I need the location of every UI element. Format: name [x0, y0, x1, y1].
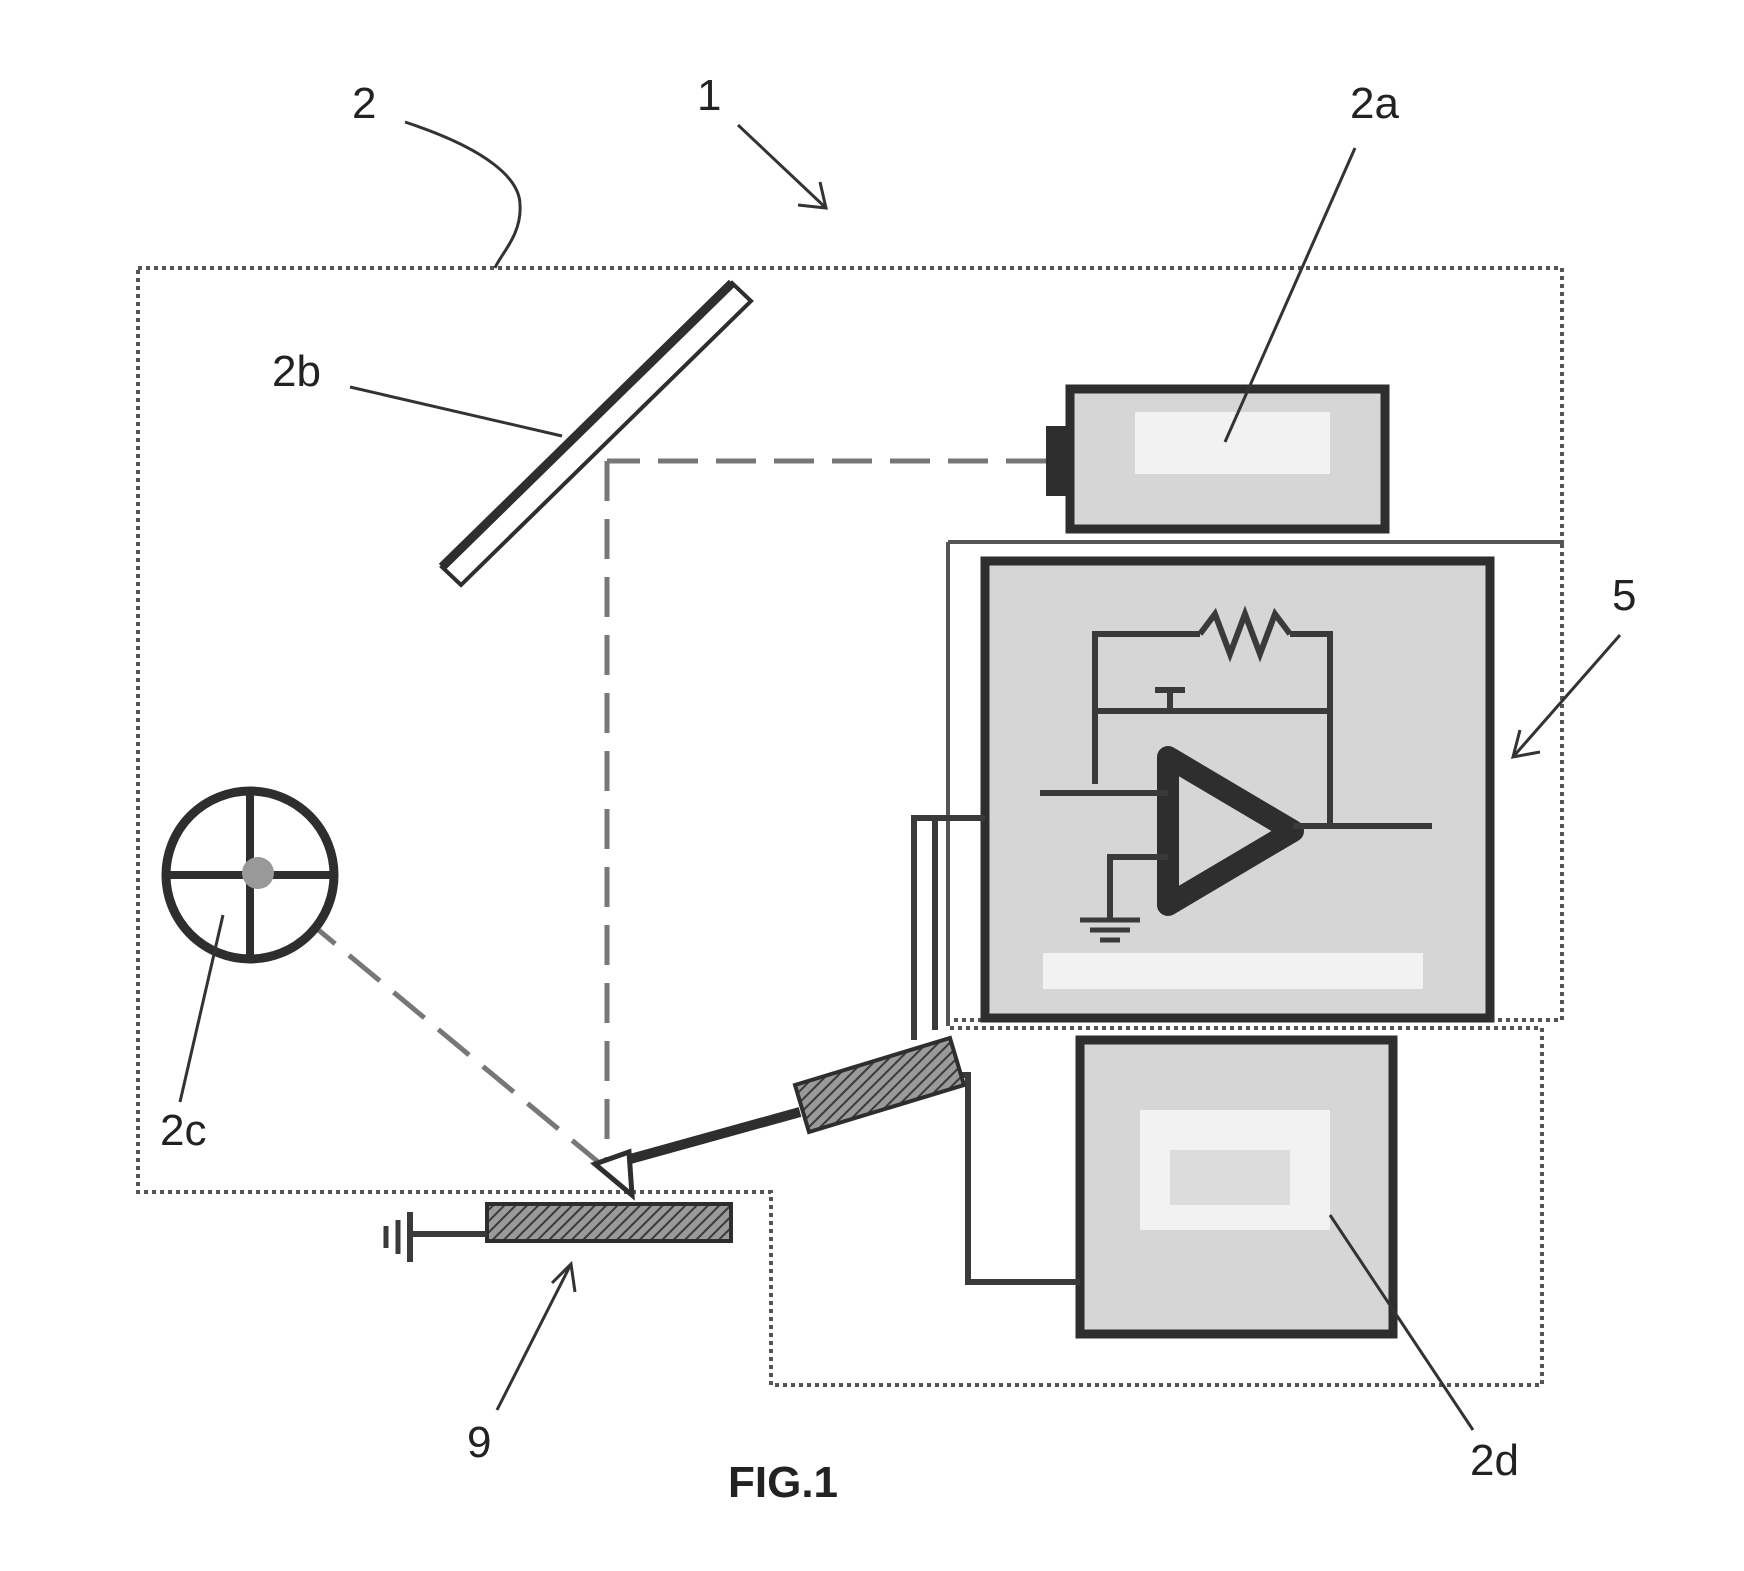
probe-wire-detector — [958, 1072, 1080, 1285]
label-light-source: 2a — [1350, 79, 1399, 128]
leader-2 — [404, 120, 522, 269]
arrow-1-head — [797, 181, 828, 210]
probe-wire-to-circuit — [911, 815, 985, 1040]
arrow-9-head — [550, 1260, 577, 1293]
amplifier-circuit — [980, 556, 1495, 1023]
label-detector: 2d — [1470, 1436, 1519, 1485]
sample — [383, 1202, 733, 1262]
circuit-outline — [946, 540, 1564, 1022]
label-wheel: 2c — [160, 1106, 206, 1155]
detector — [1075, 1035, 1398, 1339]
leader-2d — [1328, 1214, 1475, 1431]
arrow-1 — [736, 123, 828, 210]
label-housing: 2 — [352, 79, 376, 128]
label-sample: 9 — [467, 1418, 491, 1467]
mirror — [438, 279, 754, 588]
probe — [590, 1035, 967, 1201]
label-circuit: 5 — [1612, 571, 1636, 620]
arrow-5 — [1511, 634, 1622, 758]
beam-tip-to-wheel — [296, 911, 605, 1168]
figure-caption: FIG.1 — [728, 1458, 838, 1507]
housing-outline — [136, 266, 1564, 1387]
label-mirror: 2b — [272, 347, 321, 396]
leader-2b — [349, 385, 563, 438]
arrow-5-head — [1510, 729, 1541, 759]
arrow-9 — [495, 1263, 573, 1411]
leader-2a — [1223, 147, 1357, 443]
wheel — [161, 786, 339, 964]
label-device: 1 — [697, 71, 721, 120]
light-source — [1046, 384, 1390, 534]
leader-2c — [178, 914, 225, 1103]
